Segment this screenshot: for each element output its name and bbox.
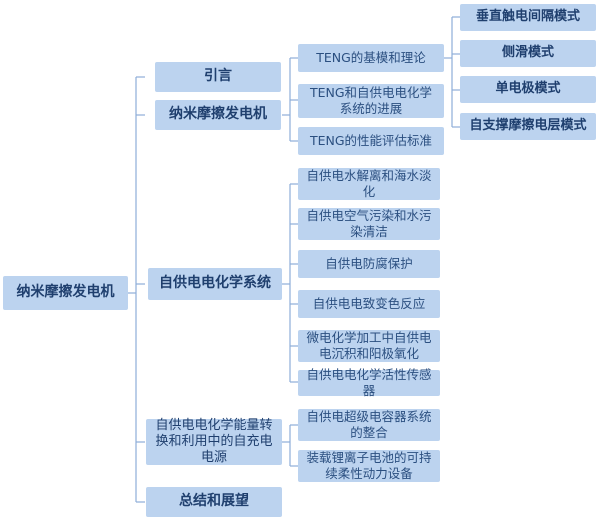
- node-mode-single-label: 单电极模式: [495, 81, 561, 97]
- node-system-machining-label: 微电化学加工中自供电电沉积和阳极氧化: [306, 330, 432, 361]
- node-power-battery-label: 装载锂离子电池的可持续柔性动力设备: [306, 450, 432, 481]
- node-system-water[interactable]: 自供电水解离和海水淡化: [298, 168, 440, 200]
- node-self-powered-system[interactable]: 自供电电化学系统: [148, 268, 282, 300]
- node-teng-evaluation[interactable]: TENG的性能评估标准: [298, 127, 444, 155]
- node-mode-lateral[interactable]: 侧滑模式: [460, 40, 596, 67]
- node-summary-label: 总结和展望: [179, 493, 249, 510]
- node-teng-basics[interactable]: TENG的基模和理论: [298, 44, 444, 72]
- node-mode-vertical[interactable]: 垂直触电间隔模式: [460, 4, 596, 31]
- node-teng-progress[interactable]: TENG和自供电电化学系统的进展: [298, 84, 444, 118]
- root-label: 纳米摩擦发电机: [16, 284, 115, 301]
- node-system-corrosion[interactable]: 自供电防腐保护: [298, 250, 440, 278]
- node-power-battery[interactable]: 装载锂离子电池的可持续柔性动力设备: [298, 450, 440, 482]
- node-mode-single[interactable]: 单电极模式: [460, 76, 596, 103]
- node-mode-vertical-label: 垂直触电间隔模式: [475, 9, 580, 25]
- node-self-powered-system-label: 自供电电化学系统: [159, 275, 271, 292]
- node-power-supercapacitor[interactable]: 自供电超级电容器系统的整合: [298, 409, 440, 441]
- node-system-sensor[interactable]: 自供电电化学活性传感器: [298, 367, 440, 398]
- node-system-sensor-label: 自供电电化学活性传感器: [306, 367, 432, 398]
- node-system-electrochromic-label: 自供电电致变色反应: [312, 296, 426, 312]
- node-teng-progress-label: TENG和自供电电化学系统的进展: [309, 85, 433, 116]
- node-mode-freestanding-label: 自支撑摩擦电层模式: [469, 118, 587, 134]
- node-mode-lateral-label: 侧滑模式: [501, 45, 554, 61]
- node-introduction[interactable]: 引言: [155, 62, 281, 92]
- root-node[interactable]: 纳米摩擦发电机: [3, 276, 128, 310]
- node-self-charging-power-label: 自供电电化学能量转换和利用中的自充电电源: [155, 417, 273, 466]
- node-teng-basics-label: TENG的基模和理论: [316, 50, 426, 66]
- node-teng[interactable]: 纳米摩擦发电机: [155, 100, 281, 130]
- node-summary[interactable]: 总结和展望: [146, 487, 282, 517]
- node-self-charging-power[interactable]: 自供电电化学能量转换和利用中的自充电电源: [146, 417, 282, 466]
- node-system-machining[interactable]: 微电化学加工中自供电电沉积和阳极氧化: [298, 330, 440, 362]
- node-teng-evaluation-label: TENG的性能评估标准: [309, 133, 433, 149]
- node-system-pollution-label: 自供电空气污染和水污染清洁: [306, 208, 432, 239]
- node-system-water-label: 自供电水解离和海水淡化: [306, 168, 432, 199]
- node-introduction-label: 引言: [204, 68, 232, 85]
- node-mode-freestanding[interactable]: 自支撑摩擦电层模式: [460, 113, 596, 140]
- node-system-corrosion-label: 自供电防腐保护: [325, 256, 413, 272]
- node-system-pollution[interactable]: 自供电空气污染和水污染清洁: [298, 208, 440, 240]
- node-power-supercapacitor-label: 自供电超级电容器系统的整合: [306, 409, 432, 440]
- node-teng-label: 纳米摩擦发电机: [169, 106, 267, 123]
- node-system-electrochromic[interactable]: 自供电电致变色反应: [298, 290, 440, 318]
